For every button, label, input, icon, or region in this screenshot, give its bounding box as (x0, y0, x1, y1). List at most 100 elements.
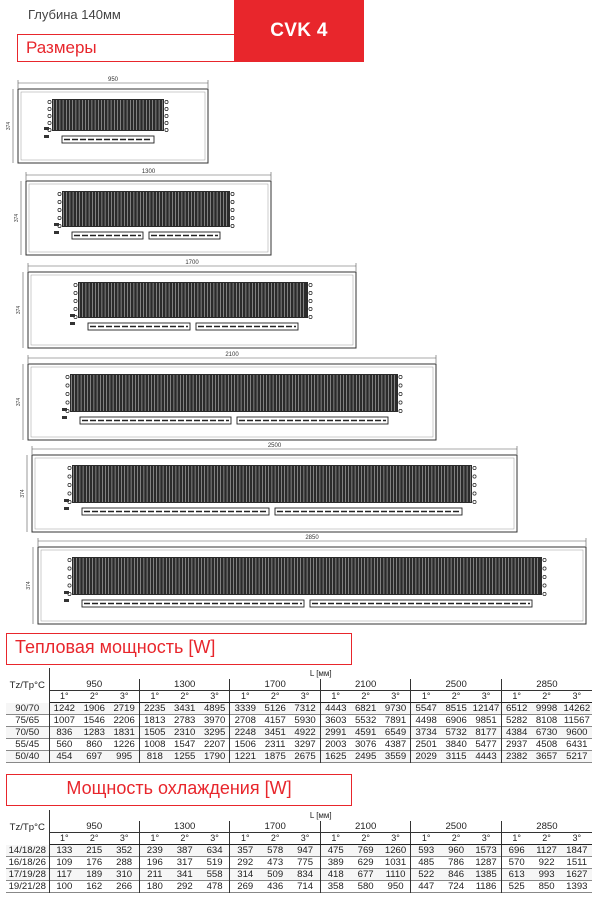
position-header: 3° (109, 690, 140, 703)
table-cell: 775 (297, 857, 314, 868)
table-cell: 418 (319, 868, 351, 881)
heat-exchanger (78, 282, 308, 318)
table-cell: 3559 (380, 750, 411, 763)
pipe-loop (67, 566, 72, 571)
table-cell: 1255 (169, 750, 200, 763)
pipe-loop (542, 566, 547, 571)
table-cell: 1847 (561, 844, 592, 857)
table-cell: 629 (357, 857, 374, 868)
table-cell: 109 (56, 857, 73, 868)
position-header: 2° (531, 832, 562, 845)
pipe-loop (398, 392, 403, 396)
table-cell: 2501 (410, 738, 442, 751)
position-header: 1° (138, 690, 170, 703)
table-cell: 1221 (229, 750, 261, 763)
size-header: 2500 (410, 679, 502, 691)
position-header: 2° (350, 832, 381, 845)
depth-label: Глубина 140мм (28, 7, 121, 22)
table-cell: 6730 (531, 726, 562, 739)
table-cell: 4443 (471, 750, 502, 763)
table-cell: 9998 (531, 702, 562, 715)
table-cell: 8515 (441, 702, 472, 715)
table-cell: 4157 (264, 715, 286, 726)
row-header: Tz/Tp°C (6, 668, 50, 703)
table-cell: 1007 (53, 715, 75, 726)
table-cell: 4508 (535, 739, 558, 750)
pipe-loop (65, 383, 70, 388)
table-cell: 578 (260, 844, 291, 857)
pipe-loop (65, 392, 70, 396)
row-label: 90/70 (6, 702, 50, 715)
pipe-loop (47, 114, 52, 118)
housing-inner (34, 457, 515, 530)
table-cell: 5477 (475, 739, 497, 750)
position-header: 3° (561, 690, 592, 703)
table-cell: 677 (350, 868, 381, 881)
connector (70, 322, 75, 325)
table-cell: 3451 (260, 726, 291, 739)
table-cell: 11567 (563, 715, 590, 726)
height-label: 374 (14, 214, 20, 223)
connector (62, 408, 67, 411)
pipe-loop (67, 474, 72, 479)
table-cell: 5547 (410, 702, 442, 715)
pipe-loop (67, 466, 72, 470)
position-header: 2° (350, 690, 381, 703)
table-cell: 1511 (566, 857, 588, 868)
table-cell: 1393 (566, 881, 588, 892)
table-cell: 2207 (203, 739, 226, 750)
table-cell: 14262 (561, 702, 592, 715)
size-header: 1700 (229, 679, 321, 691)
table-cell: 3339 (229, 702, 261, 715)
pipe-loop (57, 208, 62, 212)
table-cell: 2708 (229, 714, 261, 727)
table-cell: 9851 (475, 715, 497, 726)
table-cell: 993 (531, 868, 562, 881)
table-cell: 266 (116, 881, 133, 892)
table-cell: 4443 (319, 702, 351, 715)
pipe-loop (230, 208, 235, 212)
table-cell: 1242 (49, 702, 80, 715)
table-cell: 2495 (350, 750, 381, 763)
table-cell: 846 (441, 868, 472, 881)
size-header: 2100 (319, 679, 411, 691)
row-label: 70/50 (6, 726, 50, 739)
pipe-loop (472, 500, 477, 504)
table-cell: 211 (138, 868, 170, 881)
table-cell: 5930 (294, 715, 316, 726)
table-cell: 5532 (354, 715, 377, 726)
table-cell: 485 (410, 856, 442, 869)
heat-exchanger (62, 191, 230, 227)
table-cell: 634 (199, 844, 230, 857)
pipe-loop (67, 558, 72, 562)
pipe-loop (230, 192, 235, 196)
position-header: 1° (410, 690, 442, 703)
table-cell: 2248 (229, 726, 261, 739)
pipe-loop (67, 491, 72, 496)
housing-inner (30, 274, 354, 346)
table-cell: 387 (169, 844, 200, 857)
table-cell: 357 (229, 844, 261, 857)
connector (44, 135, 49, 138)
table-cell: 4387 (384, 739, 407, 750)
table-cell: 525 (500, 880, 532, 893)
table-cell: 697 (79, 750, 110, 763)
table-cell: 341 (169, 868, 200, 881)
position-header: 3° (109, 832, 140, 845)
position-header: 1° (138, 832, 170, 845)
table-cell: 478 (206, 881, 223, 892)
table-cell: 4384 (500, 726, 532, 739)
table-cell: 3295 (199, 726, 230, 739)
table-cell: 1287 (475, 857, 497, 868)
table-cell: 593 (410, 844, 442, 857)
row-header: Tz/Tp°C (6, 810, 50, 845)
pipe-loop (47, 121, 52, 125)
table-cell: 436 (267, 881, 284, 892)
table-cell: 4895 (199, 702, 230, 715)
connector (64, 499, 69, 502)
table-cell: 1875 (260, 750, 291, 763)
